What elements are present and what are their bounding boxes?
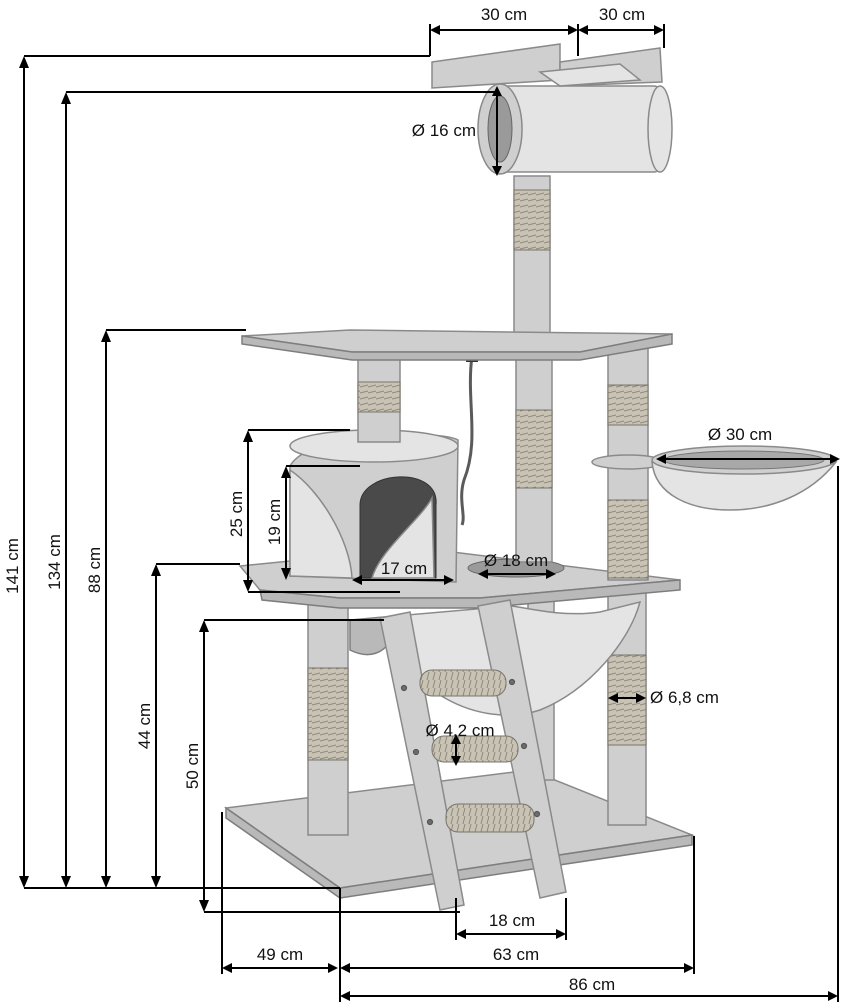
label-post-diameter: Ø 6,8 cm: [650, 688, 719, 707]
top-tunnel: [477, 83, 673, 175]
label-ladder-width: 18 cm: [489, 911, 535, 930]
label-base-depth: 49 cm: [257, 945, 303, 964]
label-bowl-hole-diameter: Ø 18 cm: [484, 551, 548, 570]
label-top-platform-width: 30 cm: [481, 5, 527, 24]
label-house-inner-height: 19 cm: [265, 499, 284, 545]
label-house-outer-height: 25 cm: [227, 491, 246, 537]
cat-tree-illustration: [223, 43, 838, 911]
label-house-width: 17 cm: [381, 559, 427, 578]
label-height-88: 88 cm: [85, 547, 104, 593]
ladder: [379, 599, 567, 911]
dimension-lines: [19, 24, 840, 1002]
cat-house: [289, 429, 459, 583]
label-height-50: 50 cm: [183, 743, 202, 789]
label-tunnel-diameter: Ø 16 cm: [412, 121, 476, 140]
label-top-extension-width: 30 cm: [599, 5, 645, 24]
label-base-width: 63 cm: [493, 945, 539, 964]
label-total-width: 86 cm: [569, 975, 615, 994]
label-basket-diameter: Ø 30 cm: [708, 425, 772, 444]
top-platform: [431, 43, 663, 89]
label-ladder-rung-diameter: Ø 4,2 cm: [426, 721, 495, 740]
label-height-44: 44 cm: [135, 703, 154, 749]
label-height-134: 134 cm: [45, 534, 64, 590]
ladder-rung-top: [419, 669, 507, 697]
left-post-sisal: [307, 667, 349, 761]
dimension-labels: 30 cm 30 cm Ø 16 cm 141 cm 134 cm 88 cm …: [3, 5, 772, 994]
ladder-rung-bottom: [445, 803, 535, 833]
label-total-height-141: 141 cm: [3, 538, 22, 594]
toy-rope: [460, 355, 474, 526]
